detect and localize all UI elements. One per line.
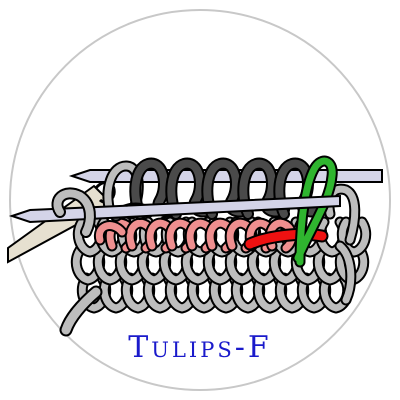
stitch-loop xyxy=(338,218,370,256)
stitch-loop xyxy=(336,242,355,304)
red-yarn-strand xyxy=(243,227,329,251)
yarn-tail xyxy=(51,187,103,337)
diagram-title: Tulips-F xyxy=(128,330,272,365)
stitch-loop xyxy=(95,222,126,244)
